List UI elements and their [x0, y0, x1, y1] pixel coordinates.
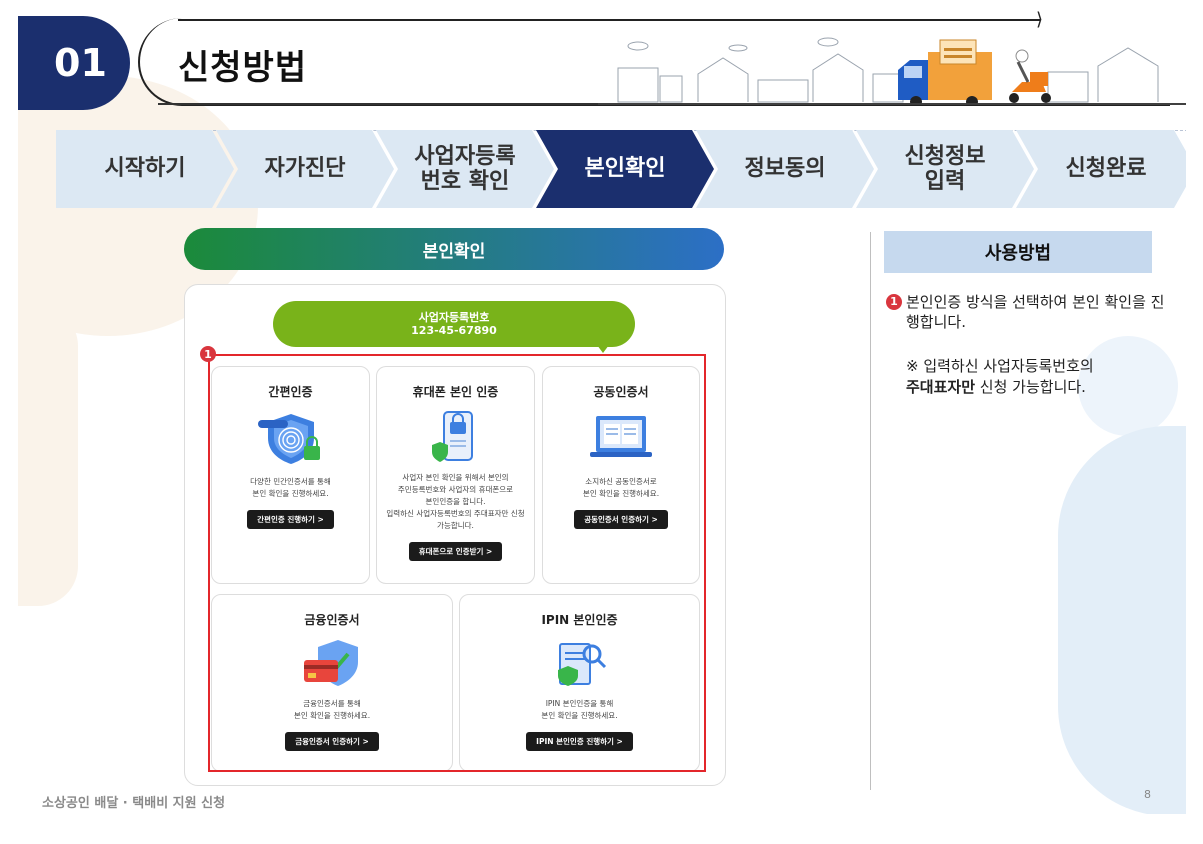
- usage-step-text: 본인인증 방식을 선택하여 본인 확인을 진행합니다.: [906, 293, 1165, 331]
- page-number: 8: [1144, 788, 1151, 801]
- phone-auth-button[interactable]: 휴대폰으로 인증받기 >: [408, 542, 503, 561]
- bubble-value: 123-45-67890: [411, 324, 497, 337]
- highlight-box: [208, 354, 706, 772]
- phone-lock-icon: [431, 411, 473, 462]
- card-desc: 소지하신 공동인증서로 본인 확인을 진행하세요.: [582, 477, 660, 498]
- card-ipin-auth[interactable]: IPIN 본인인증 IPIN 본인인증을 통해 본인 확인을 진행하세요. IP…: [459, 594, 700, 772]
- bubble-tail: [597, 345, 609, 353]
- usage-step-number: 1: [886, 294, 902, 310]
- usage-title: 사용방법: [884, 231, 1152, 273]
- slide: 01 ⟩ 신청방법 시작하기: [18, 6, 1186, 814]
- card-title: IPIN 본인인증: [541, 613, 618, 627]
- card-shield-icon: [304, 640, 358, 686]
- card-desc: IPIN 본인인증을 통해 본인 확인을 진행하세요.: [541, 699, 618, 720]
- step-self-diagnosis: 자가진단: [216, 130, 394, 208]
- delivery-cityscape-illustration: [598, 37, 1186, 106]
- card-joint-certificate[interactable]: 공동인증서 소지하신 공동인증서로 본인 확인을 진행하세요. 공동인증서 인증…: [542, 366, 700, 584]
- card-title: 공동인증서: [593, 385, 649, 399]
- truck-icon: [898, 39, 992, 106]
- panel-title-bar: 본인확인: [184, 228, 724, 270]
- background-blob: [1078, 336, 1178, 436]
- usage-note-prefix: ※ 입력하신 사업자등록번호의: [906, 357, 1094, 375]
- card-title: 휴대폰 본인 인증: [412, 385, 499, 399]
- card-title: 간편인증: [268, 385, 313, 399]
- section-number-badge: 01: [18, 16, 130, 110]
- scooter-rider-icon: [1009, 49, 1051, 103]
- arrow-right-icon: ⟩: [1036, 9, 1044, 30]
- usage-step: 1 본인인증 방식을 선택하여 본인 확인을 진행합니다.: [886, 292, 1176, 332]
- document-search-icon: [557, 643, 606, 686]
- business-number-bubble: 사업자등록번호 123-45-67890: [273, 301, 635, 347]
- vertical-divider: [870, 232, 871, 790]
- step-business-number: 사업자등록 번호 확인: [376, 130, 554, 208]
- bubble-label: 사업자등록번호: [418, 311, 490, 324]
- page-title: 신청방법: [178, 48, 308, 88]
- highlight-marker: 1: [200, 346, 216, 362]
- card-desc: 사업자 본인 확인을 위해서 본인의 주민등록번호와 사업자의 휴대폰으로 본인…: [386, 473, 525, 530]
- usage-note: ※ 입력하신 사업자등록번호의 주대표자만 신청 가능합니다.: [906, 356, 1186, 398]
- financial-certificate-button[interactable]: 금융인증서 인증하기 >: [285, 732, 379, 751]
- step-application-info: 신청정보 입력: [856, 130, 1034, 208]
- background-blob: [1058, 426, 1186, 814]
- step-consent: 정보동의: [696, 130, 874, 208]
- step-identity-check: 본인확인: [536, 130, 714, 208]
- title-top-line: [178, 19, 1040, 21]
- step-progress: 시작하기 자가진단 사업자등록 번호 확인 본인확인 정보동의 신청정보 입력 …: [56, 130, 1186, 208]
- footer-title: 소상공인 배달 · 택배비 지원 신청: [42, 796, 226, 811]
- card-financial-certificate[interactable]: 금융인증서 금융인증서를 통해 본인 확인을 진행하세요. 금융인증서 인증하기…: [211, 594, 453, 772]
- step-start: 시작하기: [56, 130, 234, 208]
- card-desc: 금융인증서를 통해 본인 확인을 진행하세요.: [293, 699, 371, 720]
- title-frame: [138, 18, 1170, 106]
- laptop-certificate-icon: [590, 416, 652, 457]
- card-title: 금융인증서: [304, 613, 360, 627]
- card-desc: 다양한 민간인증서를 통해 본인 확인을 진행하세요.: [250, 477, 331, 498]
- usage-note-suffix: 신청 가능합니다.: [979, 378, 1086, 396]
- background-blob: [18, 306, 78, 606]
- card-simple-auth[interactable]: 간편인증 다양한 민간인증서를 통해 본인 확인을 진행하세요. 간편인증 진행…: [211, 366, 370, 584]
- fingerprint-shield-icon: [257, 414, 320, 464]
- simple-auth-button[interactable]: 간편인증 진행하기 >: [247, 510, 334, 529]
- joint-certificate-button[interactable]: 공동인증서 인증하기 >: [574, 510, 668, 529]
- step-complete: 신청완료: [1016, 130, 1186, 208]
- usage-note-bold: 주대표자만: [906, 378, 976, 396]
- card-phone-auth[interactable]: 휴대폰 본인 인증 사업자 본인 확인을 위해서 본인의 주민등록번호와 사업자…: [376, 366, 535, 584]
- ipin-auth-button[interactable]: IPIN 본인인증 진행하기 >: [526, 732, 633, 751]
